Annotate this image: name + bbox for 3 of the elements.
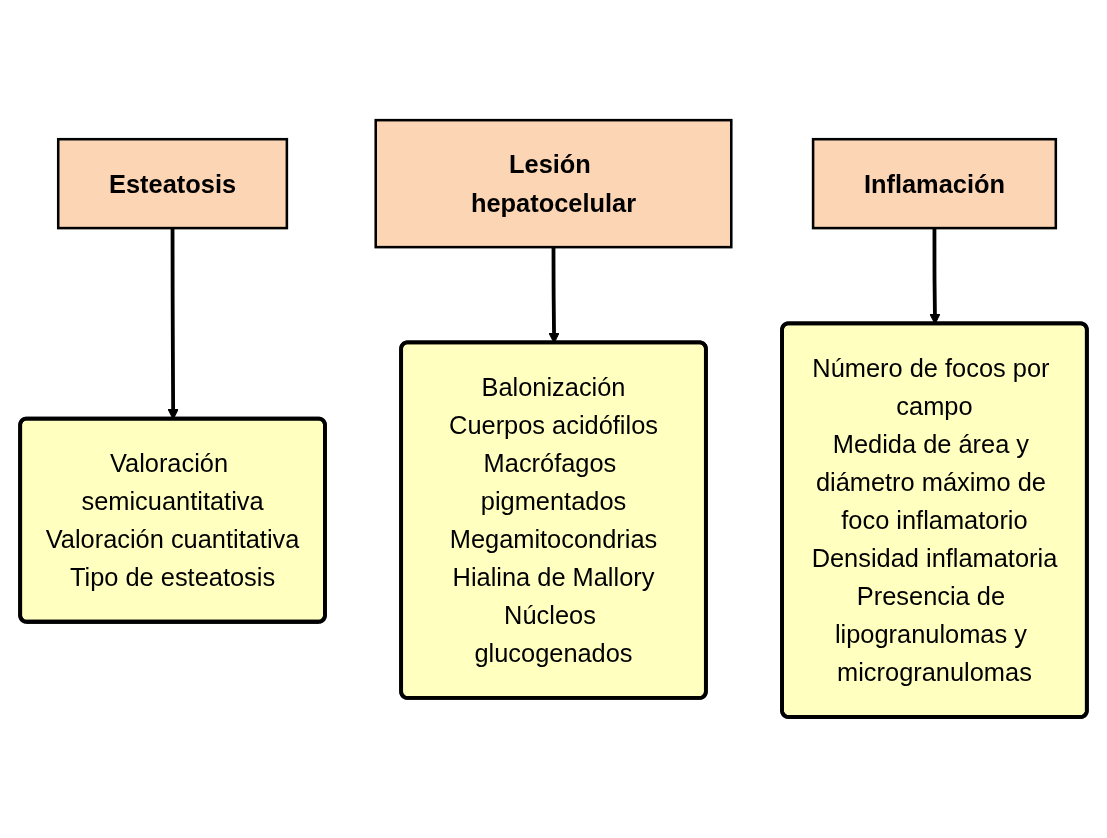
node-box: Esteatosis [56,138,289,230]
node-box: Lesión hepatocelular [374,119,733,249]
node-box: Inflamación [811,138,1058,230]
